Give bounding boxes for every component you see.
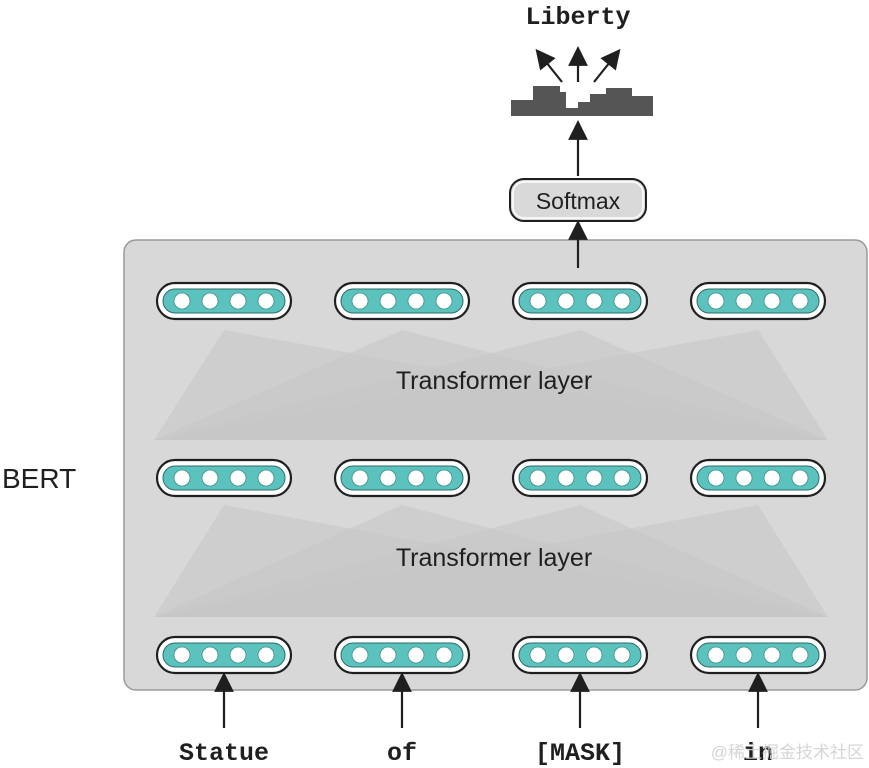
arrow-to-word-right xyxy=(593,48,621,83)
transformer-layer-label-top: Transformer layer xyxy=(396,367,592,395)
token-vectors xyxy=(155,281,827,675)
output-word: Liberty xyxy=(525,3,630,32)
vector-bottom-3 xyxy=(689,635,827,675)
vector-middle-2 xyxy=(511,458,649,498)
bert-label: BERT xyxy=(2,463,76,494)
vector-top-3 xyxy=(689,281,827,321)
vector-bottom-2 xyxy=(511,635,649,675)
vector-middle-3 xyxy=(689,458,827,498)
watermark: @稀土掘金技术社区 xyxy=(711,743,864,762)
vector-bottom-0 xyxy=(155,635,293,675)
input-arrows xyxy=(214,672,768,728)
vector-top-0 xyxy=(155,281,293,321)
attention-fans xyxy=(154,330,828,617)
transformer-layer-label-bottom: Transformer layer xyxy=(396,544,592,572)
vector-top-1 xyxy=(333,281,471,321)
output-distribution xyxy=(511,86,653,116)
attention-fan-top-3 xyxy=(154,330,828,440)
arrow-to-word-left xyxy=(535,48,563,83)
input-token-mask: [MASK] xyxy=(535,739,625,768)
softmax-box xyxy=(509,178,647,222)
input-token-in: in xyxy=(743,739,773,768)
vector-middle-1 xyxy=(333,458,471,498)
vector-middle-0 xyxy=(155,458,293,498)
vector-bottom-1 xyxy=(333,635,471,675)
softmax-label: Softmax xyxy=(536,188,621,214)
attention-fan-bottom-3 xyxy=(154,505,828,617)
input-token-statue: Statue xyxy=(179,739,269,768)
input-token-of: of xyxy=(387,739,417,768)
vector-top-2 xyxy=(511,281,649,321)
